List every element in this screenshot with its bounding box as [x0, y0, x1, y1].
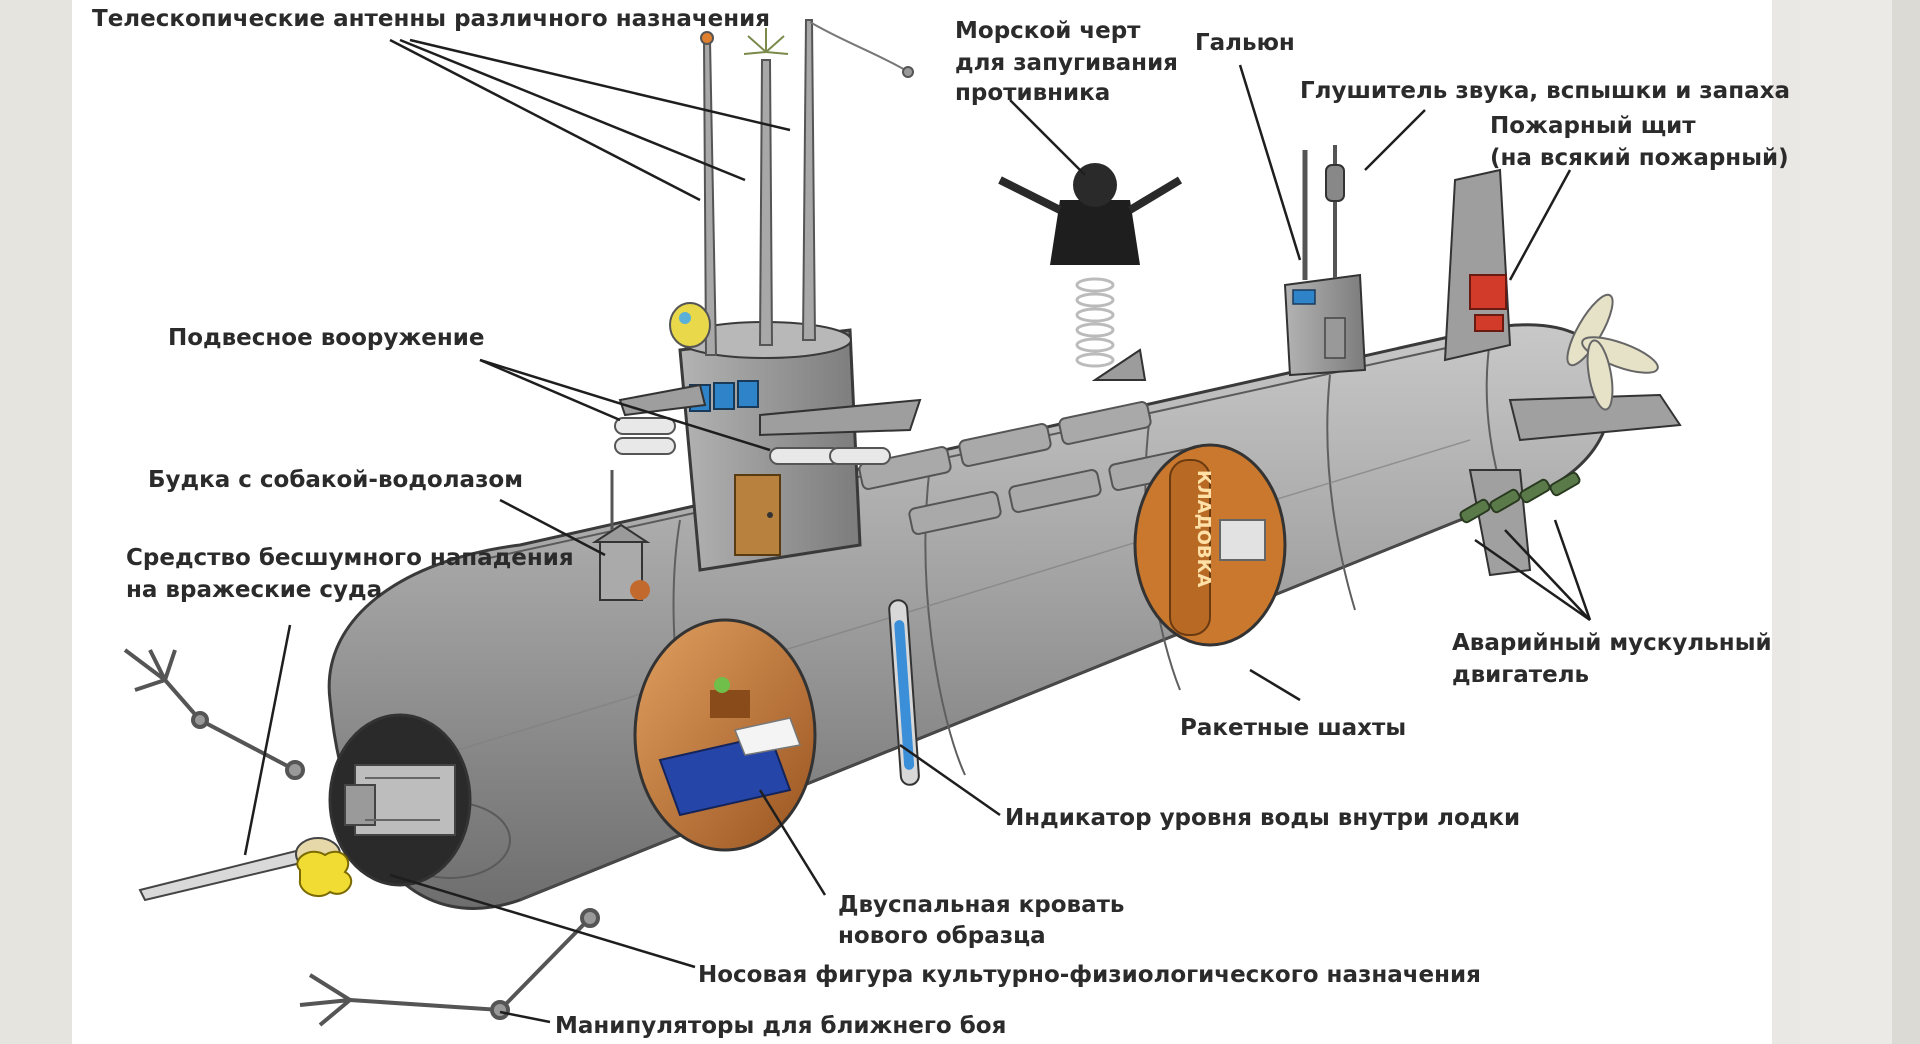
label-silencer: Глушитель звука, вспышки и запаха: [1300, 78, 1790, 104]
manipulator-lower: [299, 908, 600, 1027]
tail-fin: [1443, 168, 1512, 362]
label-toilet: Гальюн: [1195, 30, 1295, 56]
hanging-weapons: [614, 417, 891, 465]
sea-devil: [998, 163, 1183, 381]
bedroom-cutaway: [633, 618, 817, 852]
spring-icon: [1075, 277, 1115, 368]
label-missile-silos: Ракетные шахты: [1180, 715, 1406, 741]
water-level-indicator: [888, 599, 920, 786]
label-emergency-engine-line-2: двигатель: [1452, 662, 1589, 688]
muscle-engine-legs: [1459, 471, 1581, 524]
label-silent-attack-line-1: Средство бесшумного нападения: [126, 545, 574, 571]
right-scroll-edge: [1892, 0, 1920, 1044]
label-hanging-weapons: Подвесное вооружение: [168, 325, 484, 351]
label-sea-devil-line-3: противника: [955, 80, 1110, 106]
label-double-bed-line-2: нового образца: [838, 923, 1046, 949]
label-dog-booth: Будка с собакой-водолазом: [148, 467, 523, 493]
label-antennas: Телескопические антенны различного назна…: [92, 6, 770, 32]
label-fire-shield-line-1: Пожарный щит: [1490, 113, 1696, 139]
propeller-icon: [1566, 293, 1659, 411]
label-silent-attack-line-2: на вражеские суда: [126, 577, 382, 603]
manipulator-upper: [123, 648, 305, 780]
antenna-brush-icon: [743, 28, 789, 55]
missile-hatches: [858, 401, 1202, 535]
labels: Телескопические антенны различного назна…: [92, 6, 1790, 1039]
figurehead: [296, 850, 353, 898]
dog-booth: [591, 470, 651, 601]
nose-cutaway: [328, 713, 472, 887]
label-water-indicator: Индикатор уровня воды внутри лодки: [1005, 805, 1520, 831]
telescopic-antennas: [700, 19, 914, 356]
label-manipulators: Манипуляторы для ближнего боя: [555, 1013, 1006, 1039]
toilet-tower: [1283, 145, 1367, 377]
label-sea-devil-line-2: для запугивания: [955, 50, 1178, 76]
label-double-bed-line-1: Двуспальная кровать: [838, 892, 1124, 918]
label-fire-shield-line-2: (на всякий пожарный): [1490, 145, 1789, 171]
label-sea-devil-line-1: Морской черт: [955, 18, 1141, 44]
lookout-bird-icon: [669, 302, 711, 348]
label-figurehead: Носовая фигура культурно-физиологическог…: [698, 962, 1481, 988]
left-margin: [0, 0, 72, 1044]
pantry-cutaway: КЛАДОВКА: [1133, 443, 1287, 647]
label-emergency-engine-line-1: Аварийный мускульный: [1452, 630, 1772, 656]
leader-lines: [243, 38, 1592, 1024]
pantry-sign: КЛАДОВКА: [1193, 470, 1214, 587]
